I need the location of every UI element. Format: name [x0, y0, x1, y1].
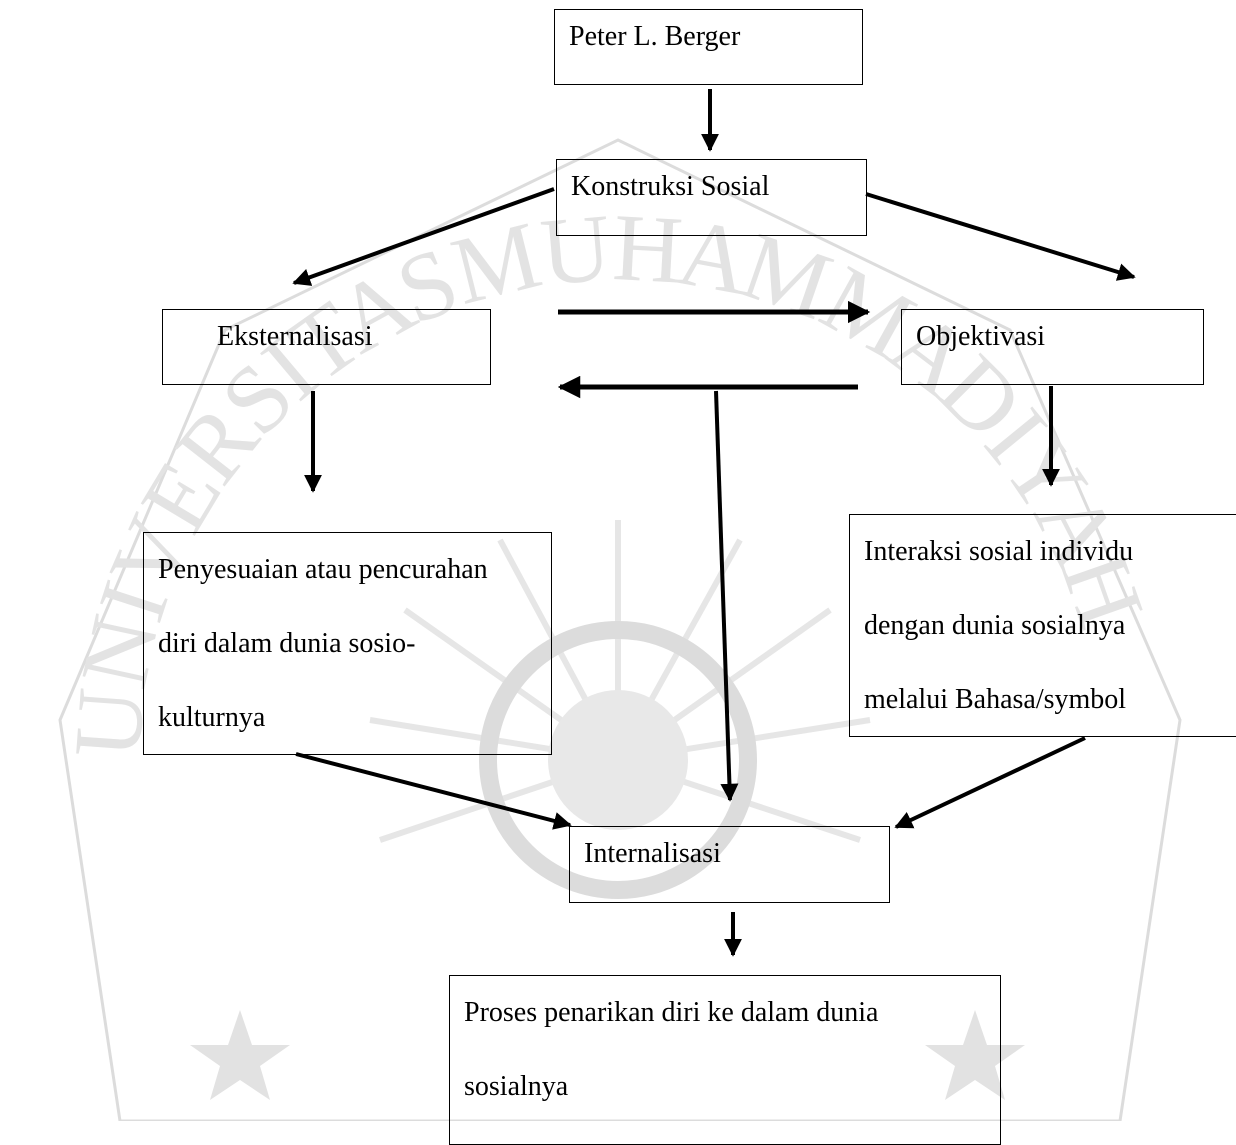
node-text-line: Eksternalisasi	[217, 321, 373, 352]
arrow-penyesuaian-to-internalisasi	[295, 752, 572, 830]
node-text-line: dengan dunia sosialnya	[864, 610, 1126, 641]
diagram-arrows	[292, 89, 1136, 957]
node-interaksi-sosial: Interaksi sosial individu dengan dunia so…	[849, 514, 1236, 737]
node-text-line: Konstruksi Sosial	[571, 171, 770, 202]
arrow-konstruksi-to-eksternalisasi	[292, 187, 555, 286]
node-konstruksi-sosial: Konstruksi Sosial	[556, 159, 867, 236]
seal-center	[479, 621, 757, 899]
node-eksternalisasi: Eksternalisasi	[162, 309, 491, 385]
node-proses-penarikan: Proses penarikan diri ke dalam dunia sosi…	[449, 975, 1001, 1145]
node-text-line: Internalisasi	[584, 838, 721, 869]
node-peter-berger: Peter L. Berger	[554, 9, 863, 85]
node-penyesuaian: Penyesuaian atau pencurahan diri dalam du…	[143, 532, 552, 755]
arrow-interaksi-to-internalisasi	[894, 736, 1086, 829]
node-text-line: sosialnya	[464, 1071, 569, 1102]
node-text-line: Interaksi sosial individu	[864, 536, 1134, 567]
node-objektivasi: Objektivasi	[901, 309, 1204, 385]
watermark-seal: U N I V E R S I T A S M U H A M M A D I …	[53, 138, 1182, 1121]
seal-outline	[58, 138, 1182, 1121]
node-text-line: Proses penarikan diri ke dalam dunia	[464, 997, 879, 1028]
seal-stars	[190, 1010, 1025, 1100]
arrow-objektivasi-to-internalisasi	[714, 390, 739, 802]
node-text-line: Objektivasi	[916, 321, 1046, 352]
node-text-line: Peter L. Berger	[569, 21, 741, 52]
node-text-line: diri dalam dunia sosio-	[158, 628, 416, 659]
arrow-konstruksi-to-objektivasi	[865, 192, 1136, 281]
node-text-line: kulturnya	[158, 702, 266, 733]
node-text-line: melalui Bahasa/symbol	[864, 684, 1127, 715]
node-internalisasi: Internalisasi	[569, 826, 890, 903]
node-text-line: Penyesuaian atau pencurahan	[158, 554, 488, 585]
